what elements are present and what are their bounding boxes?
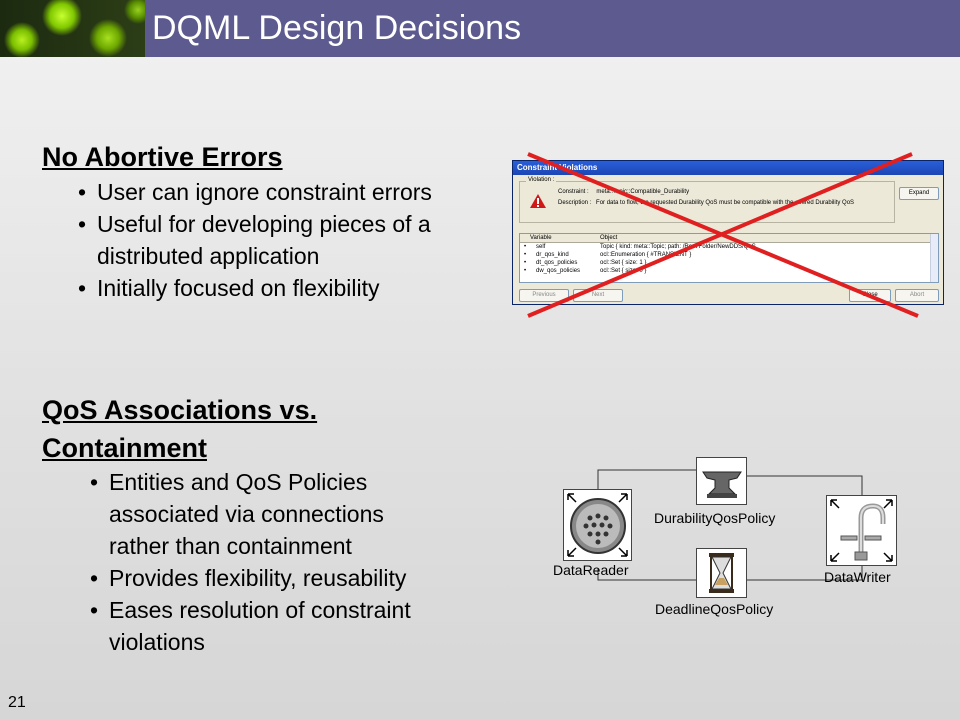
variable-cell: dw_qos_policies — [536, 268, 581, 274]
slide-title: DQML Design Decisions — [152, 9, 522, 47]
variables-table: Variable Object • self Topic { kind: met… — [519, 233, 939, 283]
anvil-icon — [702, 471, 742, 498]
description-value: For data to flow, the requested Durabili… — [596, 200, 855, 206]
constraint-value: meta::Topic::Compatible_Durability — [596, 189, 690, 195]
slide-number: 21 — [8, 694, 26, 711]
description-label: Description : — [558, 200, 592, 206]
bullet-item: Eases resolution of constraint violations — [90, 594, 411, 658]
table-row[interactable]: • self Topic { kind: meta::Topic; path: … — [524, 244, 756, 250]
bullet-item: User can ignore constraint errors — [78, 176, 432, 208]
dialog-title: Constraint Violations — [513, 161, 943, 175]
variable-cell: dr_qos_kind — [536, 252, 569, 258]
bullet-text: associated via connections — [109, 501, 384, 527]
durability-qos-node[interactable] — [696, 457, 747, 505]
heading-line: Containment — [42, 433, 207, 463]
deadline-qos-node[interactable] — [696, 548, 747, 598]
bullet-text: rather than containment — [109, 533, 352, 559]
bullet-text: violations — [109, 629, 205, 655]
heading-no-abortive-errors: No Abortive Errors — [42, 142, 283, 172]
table-scrollbar[interactable] — [930, 234, 938, 282]
heading-line: QoS Associations vs. — [42, 395, 318, 425]
title-decoration — [0, 0, 145, 57]
violation-label: Violation : — [526, 177, 557, 183]
abort-button[interactable]: Abort — [895, 289, 939, 302]
faucet-icon — [830, 499, 893, 562]
object-cell: ocl::Enumeration { #TRANSIENT } — [600, 252, 692, 258]
datawriter-label: DataWriter — [824, 569, 891, 585]
bullet-text: Entities and QoS Policies — [109, 469, 368, 495]
previous-button[interactable]: Previous — [519, 289, 569, 302]
deadline-qos-label: DeadlineQosPolicy — [655, 601, 774, 617]
object-cell: ocl::Set { size: 1 } — [600, 260, 647, 266]
bullet-item: Provides flexibility, reusability — [90, 562, 411, 594]
column-header: Object — [600, 235, 618, 241]
strainer-icon — [567, 493, 628, 557]
durability-qos-label: DurabilityQosPolicy — [654, 510, 776, 526]
violation-group: Violation : Constraint : meta::Topic::Co… — [519, 177, 895, 223]
bullet-item: Useful for developing pieces of a distrib… — [78, 208, 432, 272]
hourglass-icon — [709, 553, 734, 593]
column-header: Variable — [530, 235, 552, 241]
constraint-violations-dialog: Constraint Violations Violation : Constr… — [512, 160, 944, 305]
datareader-node[interactable] — [563, 489, 632, 561]
variable-cell: self — [536, 244, 546, 250]
bullet-item: Entities and QoS Policies associated via … — [90, 466, 411, 562]
constraint-row: Constraint : meta::Topic::Compatible_Dur… — [558, 189, 689, 195]
warning-icon — [530, 194, 546, 208]
object-cell: Topic { kind: meta::Topic; path: /Root F… — [600, 244, 756, 250]
heading-qos-associations: QoS Associations vs. Containment — [42, 391, 317, 467]
datareader-label: DataReader — [553, 562, 629, 578]
constraint-label: Constraint : — [558, 189, 589, 195]
bullet-text: distributed application — [97, 243, 320, 269]
expand-button[interactable]: Expand — [899, 187, 939, 200]
table-row[interactable]: • dt_qos_policies ocl::Set { size: 1 } — [524, 260, 647, 266]
bullet-list-1: User can ignore constraint errors Useful… — [78, 176, 432, 304]
title-bar: DQML Design Decisions — [0, 0, 960, 57]
bullet-text: Eases resolution of constraint — [109, 597, 411, 623]
variable-cell: dt_qos_policies — [536, 260, 578, 266]
bullet-text: Useful for developing pieces of a — [97, 211, 431, 237]
bullet-item: Initially focused on flexibility — [78, 272, 432, 304]
table-header: Variable Object — [520, 234, 938, 243]
table-row[interactable]: • dw_qos_policies ocl::Set { size: 0 } — [524, 268, 647, 274]
close-button[interactable]: Close — [849, 289, 891, 302]
table-row[interactable]: • dr_qos_kind ocl::Enumeration { #TRANSI… — [524, 252, 692, 258]
bullet-list-2: Entities and QoS Policies associated via … — [90, 466, 411, 658]
datawriter-node[interactable] — [826, 495, 897, 566]
description-row: Description : For data to flow, the requ… — [558, 200, 854, 206]
object-cell: ocl::Set { size: 0 } — [600, 268, 647, 274]
next-button[interactable]: Next — [573, 289, 623, 302]
